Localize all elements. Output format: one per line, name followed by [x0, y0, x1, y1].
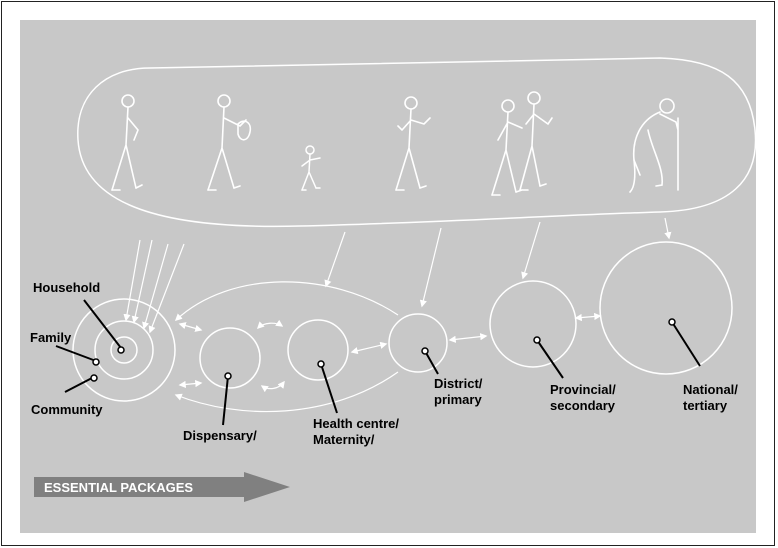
provincial-label-line1: Provincial/: [550, 382, 616, 397]
district-circle: [388, 313, 448, 373]
population-to-facility-arrows: [123, 217, 672, 334]
provincial-label-line2: secondary: [550, 398, 616, 413]
health-centre-label-line2: Maternity/: [313, 432, 375, 447]
health-centre-circle: [287, 319, 349, 381]
person-figure-elderly: [629, 98, 679, 193]
district-label-line1: District/: [434, 376, 483, 391]
provincial-circle: [489, 280, 577, 368]
health-centre-label: Health centre/ Maternity/: [313, 416, 399, 448]
referral-arrows: [174, 281, 602, 413]
essential-packages-arrow-shape: [34, 472, 290, 502]
community-concentric-circles: [72, 298, 176, 402]
person-figure-man: [111, 94, 143, 191]
population-bubble: [77, 57, 757, 228]
district-label-line2: primary: [434, 392, 482, 407]
provincial-label: Provincial/ secondary: [550, 382, 616, 414]
diagram-panel: [20, 20, 756, 533]
national-circle: [599, 241, 733, 375]
family-label: Family: [30, 330, 72, 345]
household-label: Household: [33, 280, 101, 295]
person-figure-adult-waving: [395, 96, 431, 191]
national-label-line2: tertiary: [683, 398, 728, 413]
person-figure-woman-with-baby: [207, 94, 252, 191]
national-label: National/ tertiary: [683, 382, 738, 414]
community-label: Community: [31, 402, 103, 417]
district-label: District/ primary: [434, 376, 482, 408]
essential-packages-arrow: ESSENTIAL PACKAGES: [34, 472, 290, 502]
label-pointer-dots: [90, 318, 676, 382]
essential-packages-label: ESSENTIAL PACKAGES: [44, 480, 194, 495]
person-figure-couple: [491, 91, 553, 196]
health-centre-label-line1: Health centre/: [313, 416, 399, 431]
dispensary-circle: [199, 327, 261, 389]
national-label-line1: National/: [683, 382, 738, 397]
person-figure-child: [301, 145, 321, 191]
label-pointers: [55, 299, 701, 426]
dispensary-label: Dispensary/: [183, 428, 257, 443]
